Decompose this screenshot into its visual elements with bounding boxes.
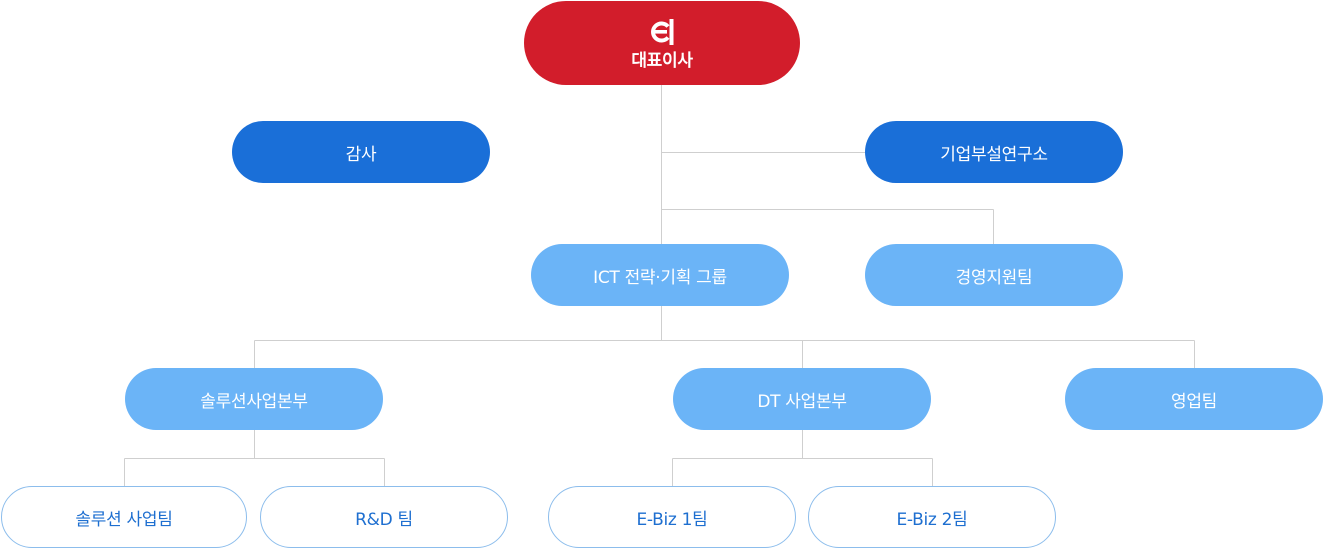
solution-division-node[interactable]: 솔루션사업본부 [125,368,383,430]
audit-node[interactable]: 감사 [232,121,490,183]
sales-team-node[interactable]: 영업팀 [1065,368,1323,430]
dt-division-node[interactable]: DT 사업본부 [673,368,931,430]
ceo-node[interactable]: 대표이사 [524,1,800,85]
ebiz1-team-node[interactable]: E-Biz 1팀 [548,486,796,548]
e1-logo-icon [651,18,674,45]
ceo-label: 대표이사 [631,50,693,71]
management-support-team-node[interactable]: 경영지원팀 [865,244,1123,306]
research-lab-node[interactable]: 기업부설연구소 [865,121,1123,183]
rnd-team-node[interactable]: R&D 팀 [260,486,508,548]
ict-strategy-group-node[interactable]: ICT 전략·기획 그룹 [531,244,789,306]
ebiz2-team-node[interactable]: E-Biz 2팀 [808,486,1056,548]
solution-team-node[interactable]: 솔루션 사업팀 [1,486,247,548]
